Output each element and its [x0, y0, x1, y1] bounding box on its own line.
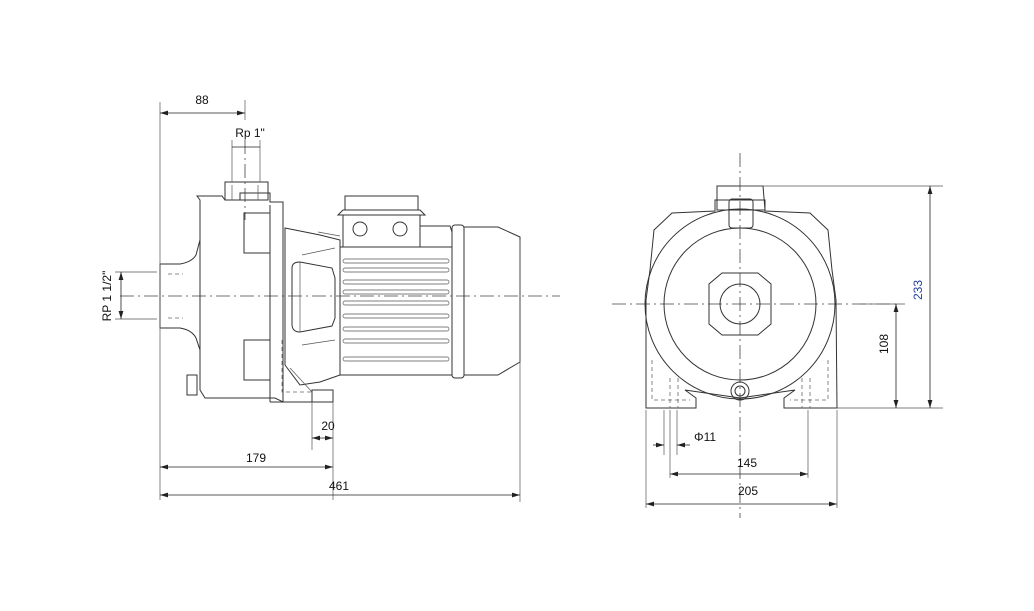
inlet-bore — [719, 283, 761, 325]
side-view: 88 Rp 1" RP 1 1/2" 20 179 461 — [100, 93, 560, 502]
front-view: 233 108 Φ11 145 205 — [612, 153, 943, 518]
drain-plug — [730, 381, 750, 401]
dim-20: 20 — [321, 419, 335, 433]
dim-145: 145 — [737, 456, 757, 470]
lantern-bracket — [270, 227, 341, 403]
inlet-flange — [159, 239, 201, 351]
dim-233: 233 — [911, 280, 925, 300]
terminal-box — [342, 214, 421, 248]
side-dimensions: 88 Rp 1" RP 1 1/2" 20 179 461 — [100, 93, 521, 502]
fan-cover-ring — [451, 224, 465, 379]
pump-housing — [186, 181, 284, 403]
dim-rp1-1-2: RP 1 1/2" — [100, 271, 114, 322]
front-dimensions: 233 108 Φ11 145 205 — [645, 185, 943, 508]
dim-108: 108 — [877, 334, 891, 354]
outer-casing-circle — [644, 208, 836, 400]
cooling-fins — [342, 258, 450, 362]
dim-205: 205 — [738, 484, 758, 498]
dim-179: 179 — [246, 451, 266, 465]
dim-88: 88 — [195, 93, 209, 107]
inlet-hex — [708, 272, 772, 336]
dim-rp1: Rp 1" — [235, 126, 265, 140]
dim-461: 461 — [329, 479, 349, 493]
dim-phi11: Φ11 — [694, 430, 716, 444]
motor — [336, 195, 521, 379]
outlet-port — [716, 185, 766, 211]
fan-cover — [464, 226, 521, 376]
